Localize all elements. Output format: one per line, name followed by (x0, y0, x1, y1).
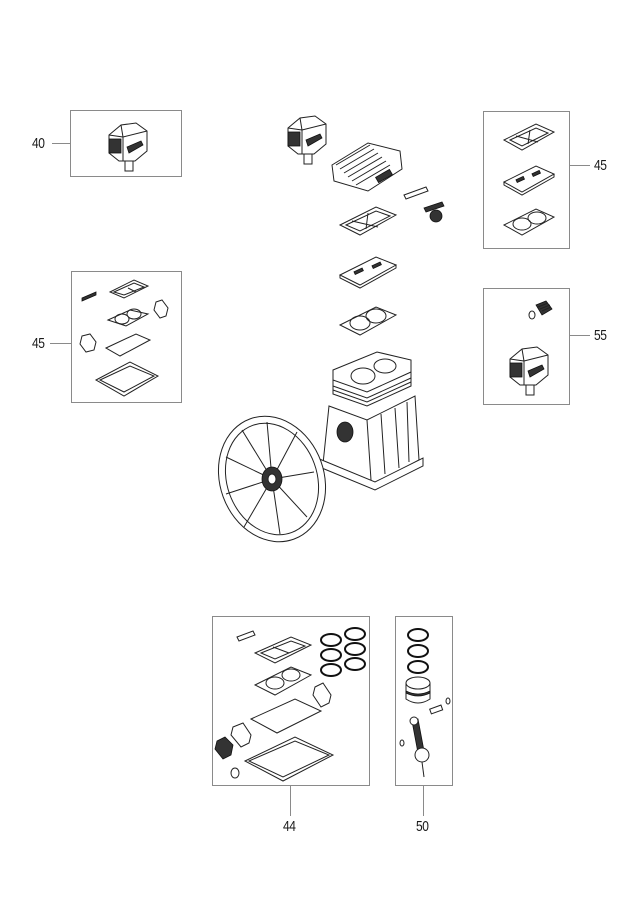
leader-line-45-valve-plate (570, 165, 590, 166)
callout-number-50: 50 (416, 818, 429, 835)
valve-plate-gasket-icon (502, 123, 556, 151)
gasket-kit-icon (79, 279, 169, 397)
callout-box-50 (395, 616, 453, 786)
air-filter-icon (108, 122, 148, 172)
valve-plate-icon (502, 165, 556, 196)
callout-box-45-gasket-kit (71, 271, 182, 403)
callout-number-55: 55 (594, 327, 607, 344)
leader-line-50 (423, 786, 424, 816)
center-valve-plate-gasket-icon (338, 206, 398, 236)
callout-number-45-gasket-kit: 45 (32, 335, 45, 352)
gasket-ring-kit-icon (214, 627, 366, 782)
callout-box-44 (212, 616, 370, 786)
center-head-gasket-icon (338, 306, 398, 336)
callout-number-44: 44 (283, 818, 296, 835)
head-gasket-icon (502, 208, 556, 236)
leader-line-55 (570, 335, 590, 336)
callout-box-55 (483, 288, 570, 405)
piston-conrod-icon (399, 628, 451, 778)
leader-line-44 (290, 786, 291, 816)
flywheel-icon (217, 415, 327, 543)
spring-icon (528, 300, 553, 320)
air-filter-icon (509, 346, 549, 396)
callout-box-45-valve-plate (483, 111, 570, 249)
breather-fitting-icon (423, 201, 445, 223)
leader-line-45-gasket-kit (50, 343, 71, 344)
center-valve-plate-icon (338, 256, 398, 289)
small-gasket-icon (403, 186, 429, 200)
crankcase-icon (316, 351, 424, 491)
cylinder-head-icon (331, 142, 403, 192)
center-air-filter-icon (287, 115, 327, 165)
callout-box-40 (70, 110, 182, 177)
callout-number-40: 40 (32, 135, 45, 152)
callout-number-45-valve-plate: 45 (594, 157, 607, 174)
leader-line-40 (52, 143, 70, 144)
